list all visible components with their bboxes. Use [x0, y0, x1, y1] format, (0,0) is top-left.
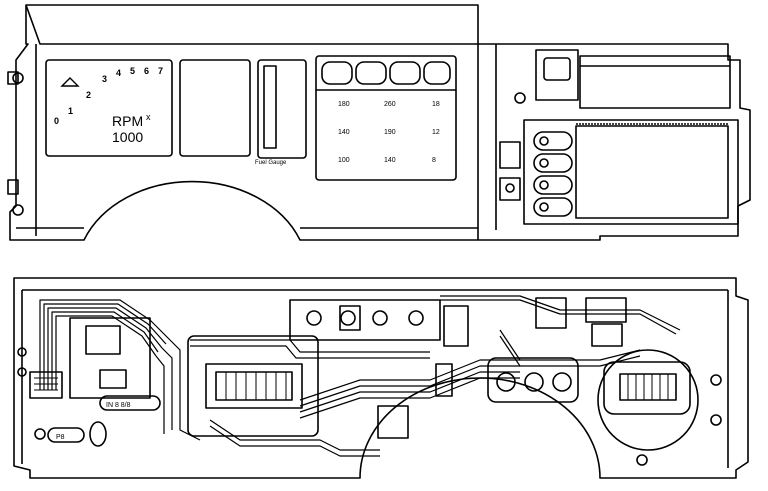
info-value: 18	[432, 101, 440, 108]
small-connector-2	[443, 305, 469, 347]
info-value: 12	[432, 129, 440, 136]
relay-socket	[99, 369, 127, 389]
tach-tick-7: 7	[158, 66, 163, 76]
fuel-gauge-face	[257, 59, 307, 159]
right-connector-housing	[603, 361, 691, 415]
info-value: 100	[338, 157, 350, 164]
rear-label-text: IN 8 8/8	[106, 402, 131, 409]
tach-tick-5: 5	[130, 66, 135, 76]
rear-label-text: P8	[56, 434, 65, 441]
switch-stack	[533, 131, 573, 217]
small-connector-6	[591, 323, 623, 347]
info-panel-values: 180 260 18 140 190 12 100 140 8	[338, 101, 440, 164]
speedometer-window	[179, 59, 251, 157]
bulb-socket	[89, 421, 107, 447]
screw-icon	[636, 454, 648, 466]
tach-tick-3: 3	[102, 74, 107, 84]
main-connector-pins	[215, 371, 293, 401]
tach-tick-1: 1	[68, 106, 73, 116]
front-view	[7, 4, 751, 241]
info-value: 190	[384, 129, 396, 136]
tach-rpm-label: RPM	[112, 113, 143, 129]
info-value: 260	[384, 101, 396, 108]
screw-icon	[710, 374, 722, 386]
left-connector-pins	[34, 377, 58, 391]
relay-module	[69, 317, 151, 399]
small-connector-1	[435, 363, 453, 397]
screw-icon	[514, 92, 526, 104]
tachometer-face	[45, 59, 173, 157]
small-connector-5	[585, 297, 627, 323]
clock-module	[535, 49, 579, 101]
tach-tick-labels: 0 1 2 3 4 5 6 7	[54, 66, 163, 126]
right-gauge-backplate	[597, 349, 699, 451]
lower-right-module	[523, 119, 739, 225]
socket-cluster	[487, 357, 579, 403]
clock-display	[543, 57, 571, 81]
tach-tick-4: 4	[116, 68, 121, 78]
fuel-gauge-label: Fuel Gauge	[255, 160, 287, 166]
relay-block	[85, 325, 121, 355]
tach-tick-0: 0	[54, 116, 59, 126]
info-value: 140	[338, 129, 350, 136]
info-panel	[315, 55, 457, 181]
info-value: 8	[432, 157, 436, 164]
tach-tick-6: 6	[144, 66, 149, 76]
bulb-sockets	[496, 372, 572, 392]
speedo-backplate	[187, 335, 319, 437]
right-connector	[619, 373, 677, 401]
front-mount-tabs	[7, 71, 24, 216]
front-right-brackets	[499, 141, 521, 201]
info-value: 180	[338, 101, 350, 108]
gauge-mount-plate	[289, 299, 441, 341]
tach-tick-2: 2	[86, 90, 91, 100]
main-connector	[205, 363, 303, 409]
rear-label-plate-2	[47, 427, 85, 443]
info-value: 140	[384, 157, 396, 164]
upper-right-module	[579, 55, 731, 109]
sensor-terminal	[339, 305, 361, 331]
warning-triangle-icon	[60, 77, 80, 87]
fuel-gauge-strip	[263, 65, 277, 149]
rear-label-plate	[99, 395, 161, 411]
gauge-mount-screws	[306, 310, 424, 326]
warning-lamp-row	[321, 61, 451, 85]
rear-view	[13, 277, 749, 479]
screw-icon	[710, 414, 722, 426]
small-connector-4	[535, 297, 567, 329]
printed-circuit-traces	[190, 295, 681, 457]
small-connector-3	[377, 405, 409, 439]
lower-right-display	[575, 125, 729, 219]
screw-icon	[34, 428, 46, 440]
front-housing-top-edge	[25, 4, 478, 45]
rear-housing-outline	[13, 277, 749, 479]
left-connector	[29, 371, 63, 399]
tach-scale: 1000	[112, 129, 143, 145]
tach-multiplier: x	[146, 112, 151, 122]
